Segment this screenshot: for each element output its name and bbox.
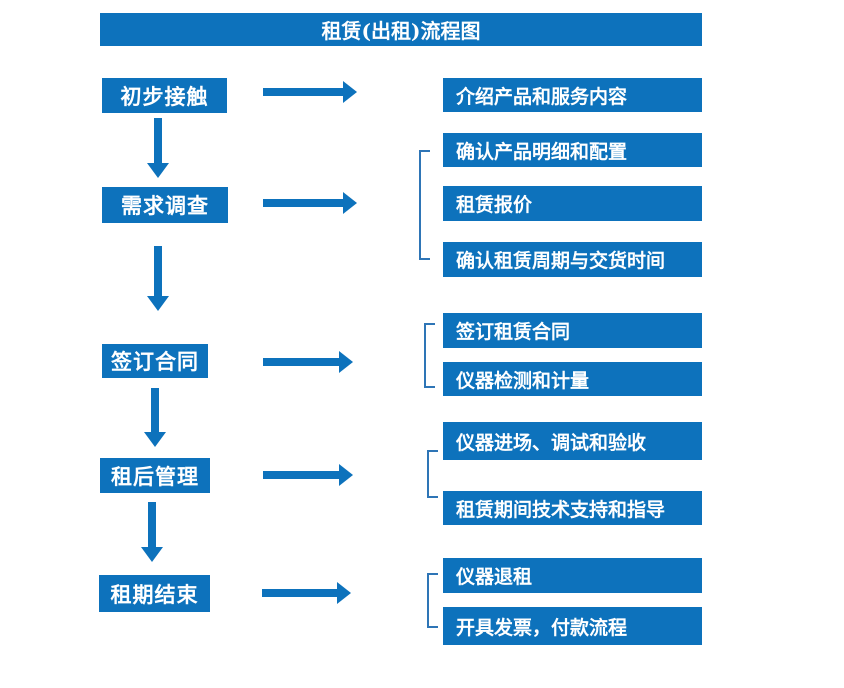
output-box-instrument-return: 仪器退租 xyxy=(443,558,702,593)
right-arrow-icon-5 xyxy=(262,582,351,604)
down-arrow-icon-2 xyxy=(147,246,169,311)
bracket-post-rental xyxy=(427,450,438,498)
output-box-rental-quote: 租赁报价 xyxy=(443,186,702,221)
down-arrow-icon-3 xyxy=(144,388,166,447)
flowchart-title: 租赁(出租)流程图 xyxy=(100,13,702,46)
bracket-rental-end xyxy=(427,573,438,628)
output-box-tech-support: 租赁期间技术支持和指导 xyxy=(443,491,702,525)
bracket-demand-survey xyxy=(419,150,430,260)
right-arrow-icon-4 xyxy=(263,464,353,486)
output-box-invoice-payment: 开具发票，付款流程 xyxy=(443,607,702,645)
right-arrow-icon-3 xyxy=(263,351,353,373)
output-box-confirm-details: 确认产品明细和配置 xyxy=(443,133,702,167)
step-box-sign-contract: 签订合同 xyxy=(102,344,208,378)
step-box-initial-contact: 初步接触 xyxy=(102,78,227,113)
bracket-sign-contract xyxy=(424,323,435,388)
output-box-intro-products: 介绍产品和服务内容 xyxy=(443,78,702,112)
output-box-confirm-period: 确认租赁周期与交货时间 xyxy=(443,242,702,277)
right-arrow-icon-1 xyxy=(263,81,357,103)
right-arrow-icon-2 xyxy=(263,192,357,214)
down-arrow-icon-1 xyxy=(147,118,169,178)
down-arrow-icon-4 xyxy=(141,502,163,562)
output-box-instrument-testing: 仪器检测和计量 xyxy=(443,362,702,396)
output-box-instrument-setup: 仪器进场、调试和验收 xyxy=(443,422,702,460)
step-box-demand-survey: 需求调查 xyxy=(102,187,228,223)
output-box-sign-rental-contract: 签订租赁合同 xyxy=(443,313,702,348)
step-box-rental-end: 租期结束 xyxy=(99,575,210,612)
step-box-post-rental-management: 租后管理 xyxy=(100,458,210,493)
